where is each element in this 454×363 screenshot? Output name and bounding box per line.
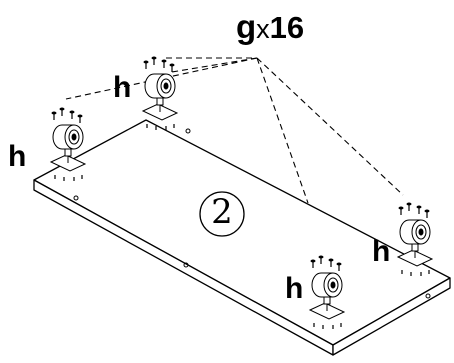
screw-icon: [59, 107, 65, 116]
leveler-label-h: h: [285, 272, 304, 305]
leveling-foot-icon: [308, 272, 346, 320]
screw-icon: [406, 202, 412, 211]
screw-icon: [318, 255, 324, 264]
screw-icon: [143, 60, 149, 69]
screw-icon: [77, 114, 83, 123]
leveling-foot-icon: [396, 219, 434, 267]
hardware-callout: gx16: [236, 10, 304, 43]
screw-icon: [310, 259, 316, 268]
screw-icon: [416, 205, 422, 214]
hardware-count: 16: [269, 10, 305, 45]
leveler-label-h: h: [113, 71, 132, 104]
leader-lines: [65, 57, 404, 204]
screw-icon: [169, 63, 175, 72]
leveler-label-h: h: [372, 235, 391, 268]
panel-board: [33, 119, 451, 356]
screw-icon: [69, 110, 75, 119]
panel-side-edge: [332, 277, 451, 356]
levelers-group: [49, 56, 434, 329]
screw-icon: [51, 111, 57, 120]
screw-icon: [336, 262, 342, 271]
panel-holes: [73, 128, 431, 299]
leveler-label-h: h: [8, 140, 27, 173]
screw-icon: [151, 56, 157, 65]
screw-icon: [328, 258, 334, 267]
panel-number: 2: [211, 192, 233, 232]
leveling-foot-icon: [141, 73, 179, 121]
hardware-letter: g: [236, 8, 257, 45]
screw-icon: [398, 206, 404, 215]
hardware-times: x: [256, 14, 270, 44]
screw-icon: [424, 209, 430, 218]
panel-number-circle: [199, 191, 245, 237]
screw-icon: [161, 59, 167, 68]
leveling-foot-icon: [49, 124, 87, 172]
